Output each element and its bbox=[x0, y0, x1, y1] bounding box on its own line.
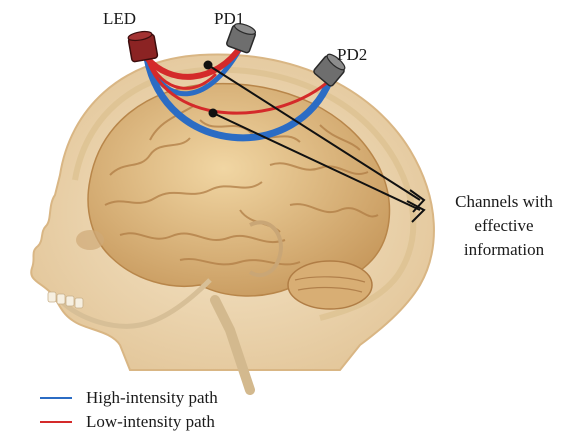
pd2-label: PD2 bbox=[337, 46, 367, 63]
led-source bbox=[127, 30, 157, 62]
channels-label-line-2: effective bbox=[436, 214, 572, 238]
legend: High-intensity path Low-intensity path bbox=[40, 386, 218, 434]
legend-item-low: Low-intensity path bbox=[40, 410, 218, 434]
cerebellum bbox=[288, 261, 372, 309]
eye-socket bbox=[76, 230, 104, 250]
pd1-label: PD1 bbox=[214, 10, 244, 27]
legend-item-high: High-intensity path bbox=[40, 386, 218, 410]
channels-label-line-1: Channels with bbox=[436, 190, 572, 214]
channels-label: Channels with effective information bbox=[436, 190, 572, 262]
channels-label-line-3: information bbox=[436, 238, 572, 262]
legend-label-low: Low-intensity path bbox=[86, 412, 215, 432]
led-label: LED bbox=[103, 10, 136, 27]
legend-label-high: High-intensity path bbox=[86, 388, 218, 408]
